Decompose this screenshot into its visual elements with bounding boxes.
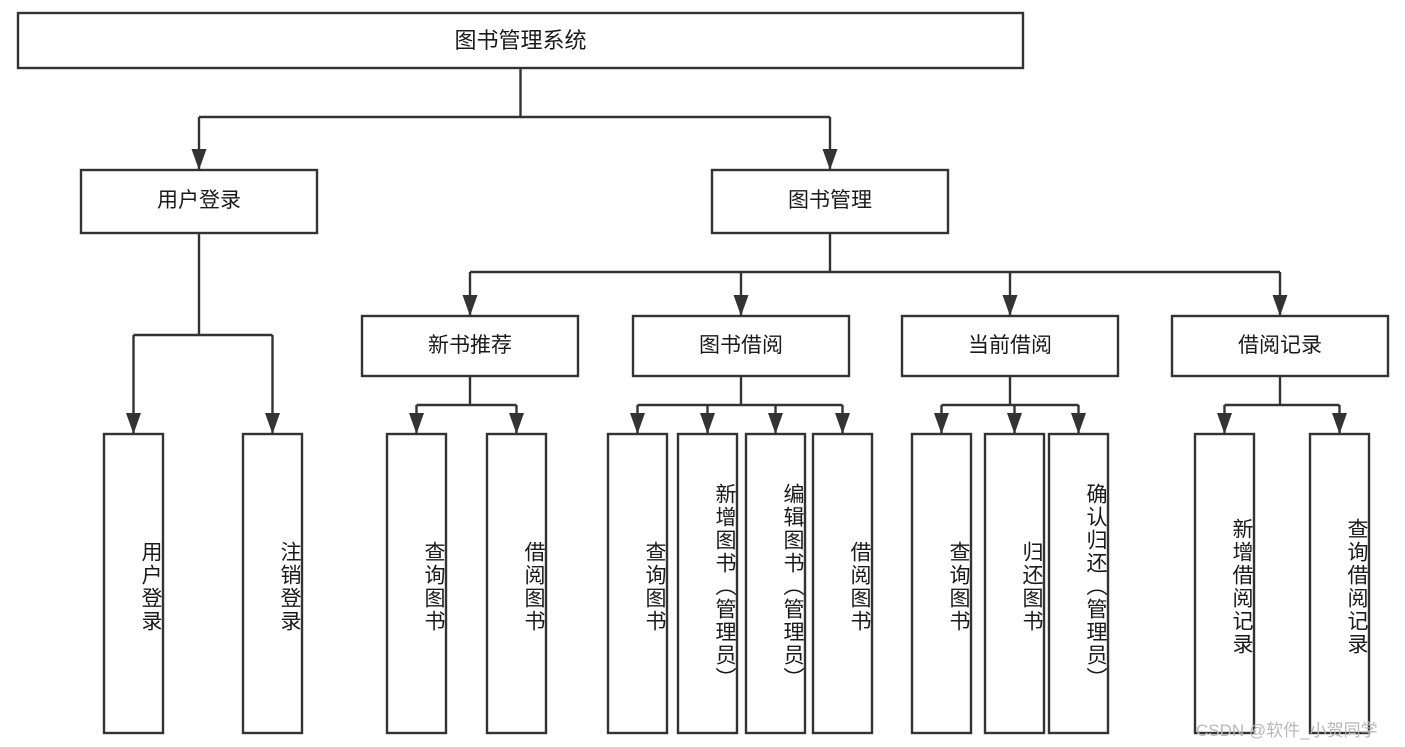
arrow-head-user-login [191,149,207,170]
node-box-layer [16,11,1390,735]
node-label-leaf-borrow-book: 借阅图书 [848,540,871,633]
arrow-head-leaf-borrow-book [835,413,850,434]
node-box-leaf-user-login [102,432,165,735]
node-label-leaf-query-book-borrow: 查询图书 [643,540,666,633]
node-box-leaf-return-book [983,432,1046,735]
node-box-new-book-recommend [360,314,580,378]
node-box-leaf-borrow-book-rec [485,432,548,735]
node-box-leaf-borrow-book [811,432,874,735]
arrow-head-leaf-query-borrow-record [1332,413,1347,434]
node-label-leaf-add-book: 新增图书（管理员） [713,483,736,690]
node-label-leaf-confirm-return: 确认归还（管理员） [1084,483,1107,690]
node-label-current-borrow: 当前借阅 [968,333,1052,357]
arrow-head-leaf-add-book [700,413,715,434]
arrow-head-leaf-edit-book [768,413,783,434]
node-label-leaf-query-borrow-record: 查询借阅记录 [1345,517,1368,656]
node-label-leaf-query-book-rec: 查询图书 [422,540,445,633]
node-box-root [16,11,1025,70]
node-box-leaf-query-book-current [910,432,973,735]
arrow-head-book-management [822,149,838,170]
arrow-head-borrow-record [1272,295,1288,316]
node-label-leaf-add-borrow-record: 新增借阅记录 [1230,517,1253,656]
node-label-leaf-user-logout: 注销登录 [278,540,301,633]
arrow-head-leaf-query-book-current [934,413,949,434]
node-label-borrow-record: 借阅记录 [1238,333,1322,357]
node-box-user-login [79,168,319,235]
node-label-leaf-user-login: 用户登录 [139,540,162,633]
arrow-head-leaf-add-borrow-record [1217,413,1232,434]
node-box-leaf-query-book-rec [385,432,448,735]
node-label-new-book-recommend: 新书推荐 [428,333,512,357]
node-label-root: 图书管理系统 [454,27,587,53]
arrow-head-leaf-borrow-book-rec [509,413,524,434]
arrow-head-current-borrow [1002,295,1018,316]
node-label-user-login: 用户登录 [157,189,241,213]
node-box-leaf-query-borrow-record [1308,432,1371,735]
node-box-leaf-add-borrow-record [1193,432,1256,735]
node-label-leaf-edit-book: 编辑图书（管理员） [781,483,804,690]
node-box-leaf-user-logout [241,432,304,735]
node-box-leaf-edit-book [744,432,807,735]
arrow-head-new-book-recommend [462,295,478,316]
arrow-head-leaf-query-book-borrow [630,413,645,434]
node-label-leaf-borrow-book-rec: 借阅图书 [522,540,545,633]
node-box-book-borrow [631,314,851,378]
node-label-book-borrow: 图书借阅 [699,333,783,357]
connector-layer [126,68,1347,434]
arrow-head-leaf-query-book-rec [409,413,424,434]
node-box-leaf-confirm-return [1047,432,1110,735]
watermark: CSDN @软件_小贺同学 [1196,721,1378,740]
node-box-book-management [710,168,950,235]
arrow-head-leaf-return-book [1007,413,1022,434]
node-label-book-management: 图书管理 [788,189,872,213]
node-box-borrow-record [1170,314,1390,378]
arrow-head-leaf-user-logout [265,413,280,434]
node-box-leaf-query-book-borrow [606,432,669,735]
arrow-head-leaf-confirm-return [1071,413,1086,434]
node-box-leaf-add-book [676,432,739,735]
node-box-current-borrow [900,314,1120,378]
node-label-leaf-return-book: 归还图书 [1020,540,1043,633]
arrow-head-leaf-user-login [126,413,141,434]
arrow-head-book-borrow [733,295,749,316]
node-label-leaf-query-book-current: 查询图书 [947,540,970,633]
